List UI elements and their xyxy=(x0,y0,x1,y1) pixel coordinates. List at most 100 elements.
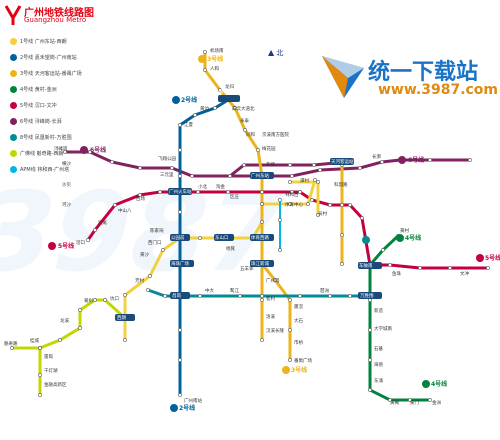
station-wenchong: 文冲 xyxy=(460,270,469,277)
legend-line-swatch xyxy=(10,86,17,93)
line5-tag-left: 5号线 xyxy=(58,242,74,250)
station-dot xyxy=(228,174,232,178)
line-5-east xyxy=(299,190,488,270)
station-chebei: 车陂南 xyxy=(359,262,373,269)
station-dot xyxy=(178,123,182,127)
station-dot xyxy=(198,236,202,240)
station-dot xyxy=(123,338,127,342)
station-dot xyxy=(196,190,200,194)
station-dot xyxy=(86,238,90,242)
station-dot xyxy=(288,328,292,332)
station-dot xyxy=(340,262,344,266)
station-labels: 机场南 人和 龙归 嘉禾望岗 黄边 江夏 白云大道北 永泰 同和 京溪南方医院 … xyxy=(4,47,469,406)
station-baiyun-dadao: 白云大道北 xyxy=(232,105,255,112)
station-dot xyxy=(58,338,62,342)
station-yongtai: 永泰 xyxy=(240,117,249,124)
station-zhongshanba: 中山八 xyxy=(118,207,132,214)
line8-tag-dot-right xyxy=(362,236,370,244)
station-huangsha: 黄沙 xyxy=(140,251,149,258)
station-dot xyxy=(218,88,222,92)
station-dot xyxy=(288,358,292,362)
station-dot xyxy=(278,248,282,252)
legend-row-G: 广佛线 魁奇路-西朗 xyxy=(10,150,63,157)
line5-tag-right: 5号线 xyxy=(485,254,500,262)
legend-row-4: 4号线 黄村-金洲 xyxy=(10,86,57,93)
legend-line-label: 4号线 黄村-金洲 xyxy=(20,87,57,93)
station-pazhou: 琶洲 xyxy=(320,288,329,294)
line2-tag-top: 2号线 xyxy=(181,96,197,104)
station-changban: 长湃 xyxy=(372,153,381,160)
station-tancun: 潭村 xyxy=(300,177,309,184)
watermark-title: 统一下载站 xyxy=(368,60,479,85)
station-ximenkou: 西门口 xyxy=(148,239,162,246)
station-dot xyxy=(288,298,292,302)
station-kecun: 客村 xyxy=(266,295,275,302)
station-dot xyxy=(486,266,490,270)
station-taojin: 淘金 xyxy=(216,183,225,190)
line3-tag-bottom: 3号线 xyxy=(291,366,307,374)
station-dot xyxy=(138,193,142,197)
station-dot xyxy=(38,373,42,377)
station-dot xyxy=(178,148,182,152)
station-dot xyxy=(93,228,97,232)
station-dots xyxy=(10,50,490,402)
station-jichang: 机场南 xyxy=(210,47,224,54)
station-dot xyxy=(242,163,246,167)
station-dot xyxy=(198,294,202,298)
station-xinzao: 新造 xyxy=(374,307,383,314)
line4-tag-dot-right xyxy=(396,234,404,242)
station-tonghe: 同和 xyxy=(246,131,255,138)
legend-line-label: 8号线 凤凰新村-万胜围 xyxy=(20,135,72,141)
station-dongshankou: 东山口 xyxy=(215,234,229,241)
station-panyu: 番禺广场 xyxy=(294,357,312,364)
legend-line-label: 1号线 广州东站-西朗 xyxy=(20,39,67,45)
station-dot xyxy=(178,174,182,178)
station-feixiang: 飞翔公园 xyxy=(158,155,176,162)
station-huangcun: 黄村 xyxy=(400,227,409,234)
station-dot xyxy=(290,190,294,194)
station-meihua: 梅花园 xyxy=(262,145,276,152)
station-dot xyxy=(313,178,317,182)
legend-line-label: 3号线 天河客运站-番禺广场 xyxy=(20,71,82,77)
legend-line-swatch xyxy=(10,118,17,125)
station-guicheng: 桂城 xyxy=(30,337,39,344)
station-shabei: 沙贝 xyxy=(62,182,71,188)
station-linhexi: 林和西 xyxy=(285,191,299,198)
station-dot xyxy=(78,308,82,312)
legend-row-2: 2号线 嘉禾望岗-广州南站 xyxy=(10,54,77,61)
line-1 xyxy=(123,179,317,340)
line2-tag-dot-bottom xyxy=(170,404,178,412)
station-xilang: 西朗 xyxy=(117,314,126,321)
station-dot xyxy=(428,398,432,402)
line6-tag-dot-right xyxy=(398,156,406,164)
station-yangji: 杨箕 xyxy=(226,245,235,252)
station-dot xyxy=(146,288,150,292)
station-xiaobei: 小北 xyxy=(198,183,207,190)
station-guangzhou-railway: 广州火车站 xyxy=(169,188,192,195)
line-4 xyxy=(368,234,430,402)
station-longgui: 龙归 xyxy=(225,83,234,90)
watermark-logo-icon xyxy=(322,56,364,98)
legend-line-swatch xyxy=(10,54,17,61)
station-dot xyxy=(260,338,264,342)
station-dot xyxy=(388,263,392,267)
legend-line-label: 6号线 浔峰岗-长湃 xyxy=(20,119,62,125)
watermark-url: www.3987.com xyxy=(378,82,499,98)
station-dot xyxy=(288,163,292,167)
station-dot xyxy=(360,216,364,220)
legend-row-8: 8号线 凤凰新村-万胜围 xyxy=(10,134,72,141)
station-zhongda: 中大 xyxy=(205,287,214,294)
line4-tag-bottom: 4号线 xyxy=(431,380,447,388)
station-dot xyxy=(226,190,230,194)
station-yuancun: 员村 xyxy=(318,210,327,217)
line6-tag-left: 6号线 xyxy=(90,146,106,154)
station-dot xyxy=(88,150,92,154)
station-jiahe: 嘉禾望岗 xyxy=(219,88,237,95)
legend-line-swatch xyxy=(10,70,17,77)
station-guangzhou-tower: 广州塔 xyxy=(266,277,280,284)
station-dot xyxy=(368,388,372,392)
station-dot xyxy=(298,190,302,194)
legend-row-3: 3号线 天河客运站-番禺广场 xyxy=(10,70,82,77)
station-dot xyxy=(256,148,260,152)
